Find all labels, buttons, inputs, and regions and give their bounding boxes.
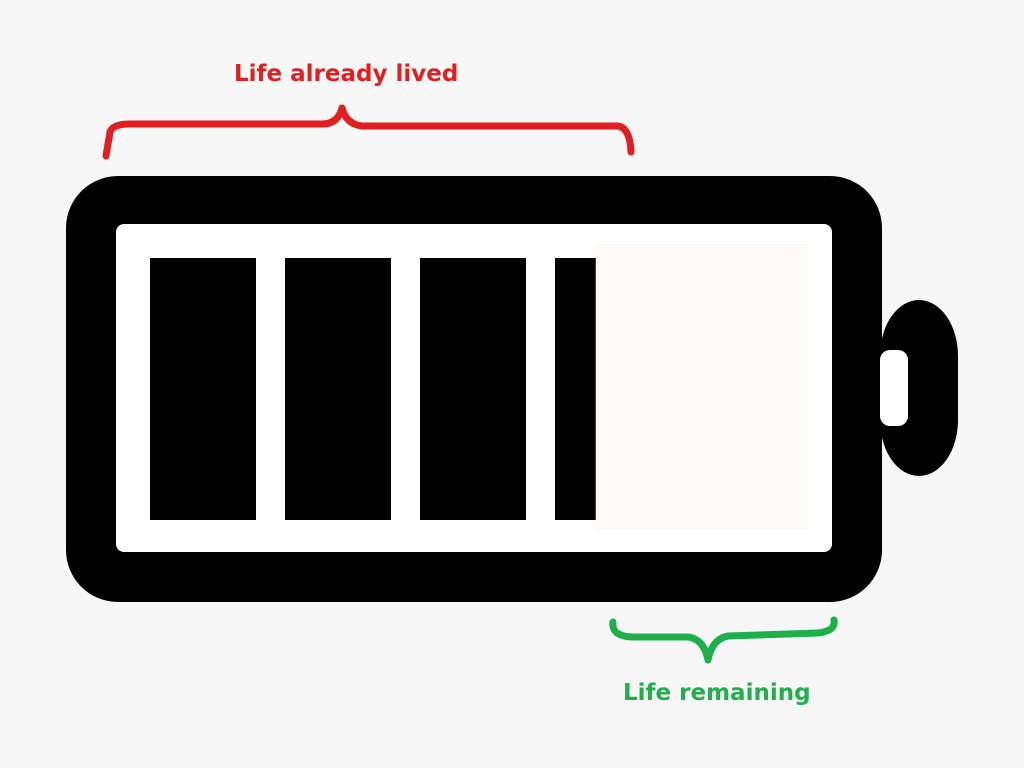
battery-terminal-inner (880, 350, 908, 426)
battery-terminal (880, 300, 958, 476)
battery-icon (66, 176, 958, 602)
lived-bracket-icon (102, 104, 635, 160)
battery-segment-filled (150, 258, 256, 520)
remaining-bracket-icon (609, 616, 838, 664)
life-remaining-label: Life remaining (623, 680, 811, 706)
battery-segment-filled (555, 258, 596, 520)
battery-segment-filled (285, 258, 391, 520)
life-already-lived-label: Life already lived (234, 61, 459, 87)
battery-segments (150, 244, 808, 530)
battery-segment-filled (420, 258, 526, 520)
battery-empty-area (595, 244, 808, 530)
